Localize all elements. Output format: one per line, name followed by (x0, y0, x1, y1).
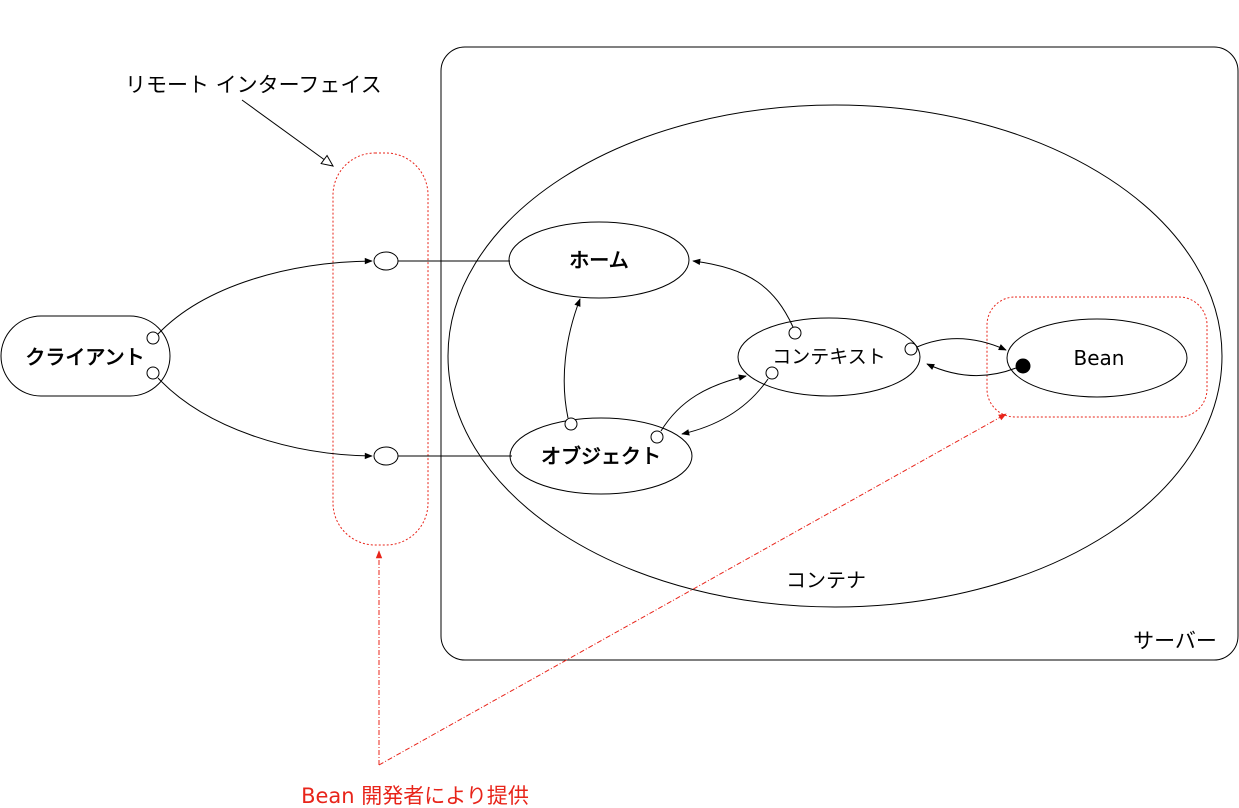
home-ellipse (508, 221, 690, 299)
bean-ellipse (1006, 318, 1188, 398)
context-to-bean-arrow (916, 338, 1007, 351)
client-port-bottom (146, 366, 160, 380)
client-to-home-arrow (157, 257, 373, 335)
bean-highlight-box (986, 296, 1208, 418)
context-port-bottom (765, 366, 779, 380)
context-to-home-arrow (692, 258, 794, 328)
object-interface-port (373, 446, 399, 466)
server-box (440, 46, 1239, 661)
bean-label: Bean (1074, 346, 1125, 370)
remote-interface-box (332, 152, 429, 546)
client-box (0, 315, 171, 397)
context-ellipse (737, 317, 921, 397)
context-port-right (904, 342, 918, 356)
client-port-top (146, 331, 160, 345)
object-ellipse (509, 417, 693, 495)
bean-to-context-arrow (926, 363, 1017, 377)
client-label: クライアント (25, 345, 144, 369)
client-to-object-arrow (157, 377, 373, 460)
object-to-context-arrow (660, 374, 747, 432)
context-to-object-arrow (681, 378, 769, 436)
remote-interface-pointer (241, 99, 334, 167)
context-port-top (788, 326, 802, 340)
remote-interface-label: リモート インターフェイス (125, 73, 382, 97)
object-port-right (650, 430, 664, 444)
provided-by-label: Bean 開発者により提供 (301, 784, 529, 808)
server-label: サーバー (1133, 629, 1217, 653)
home-interface-port (373, 251, 399, 271)
context-label: コンテキスト (772, 346, 885, 368)
container-label: コンテナ (786, 568, 866, 592)
container-ellipse (447, 104, 1223, 608)
object-port-top (564, 417, 578, 431)
home-label: ホーム (569, 248, 628, 272)
object-to-home-arrow (563, 298, 581, 419)
object-label: オブジェクト (541, 444, 661, 468)
bean-port (1015, 358, 1031, 374)
